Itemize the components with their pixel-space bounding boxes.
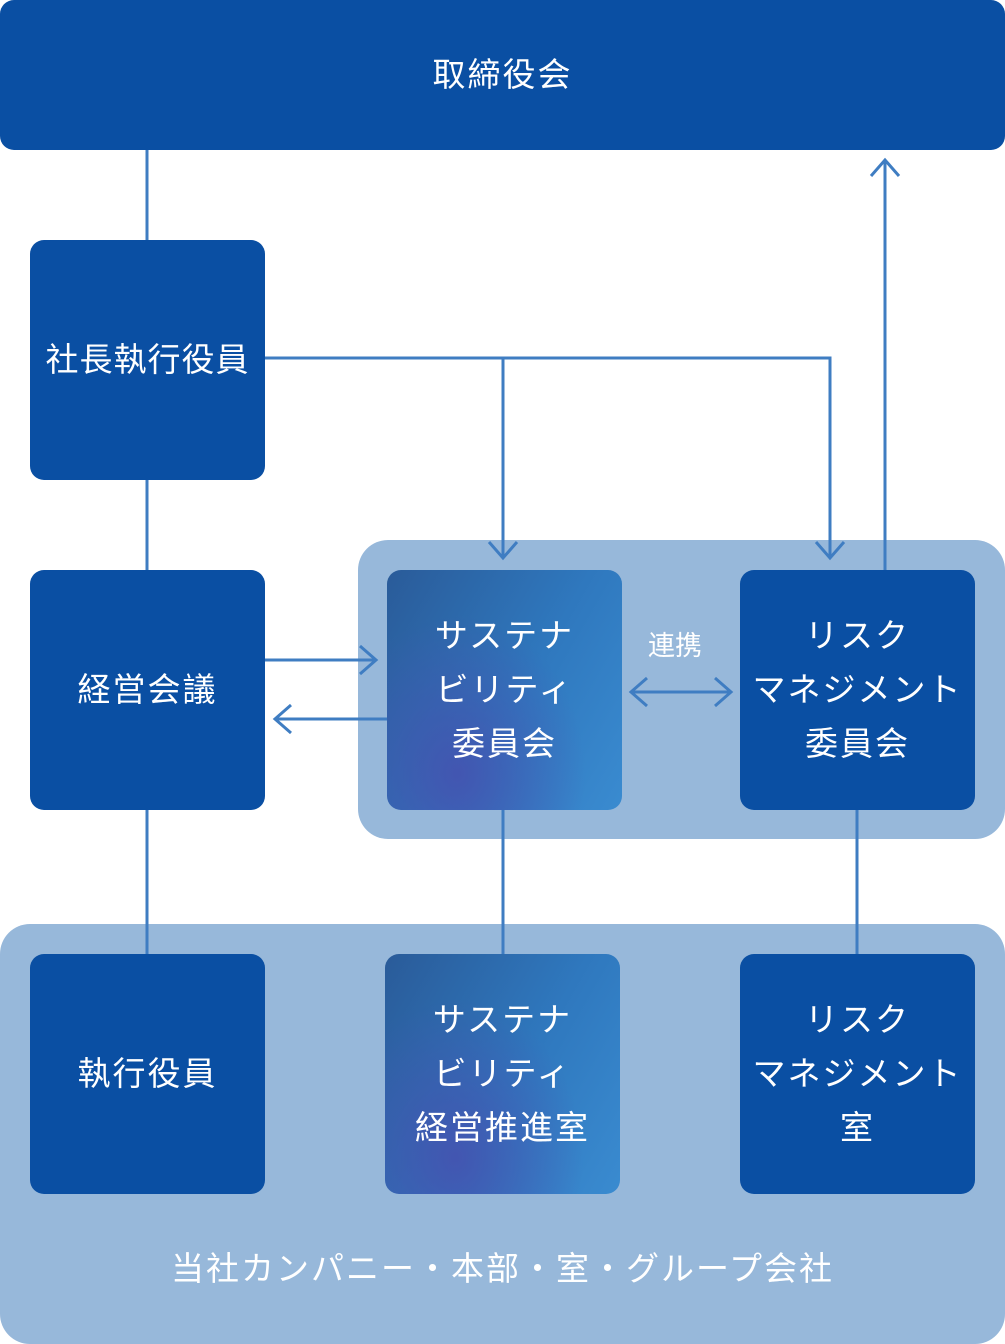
risk-committee-line-1: リスク xyxy=(805,616,910,655)
edge-label-secretariat-2: 事務局 xyxy=(895,873,976,904)
sustainability-office-line-2: ビリティ xyxy=(433,1054,572,1093)
operating-units-label: 当社カンパニー・本部・室・グループ会社 xyxy=(170,1249,835,1288)
executive-officers-box: 執行役員 xyxy=(30,954,265,1194)
sustainability-committee-line-1: サステナ xyxy=(434,616,575,655)
edge-label-reply: 答申 xyxy=(294,765,348,796)
risk-management-committee-box: リスク マネジメント 委員会 xyxy=(740,570,975,810)
edge-label-consult-report: 諮問・報告 xyxy=(470,303,605,334)
arrowhead-collab-right xyxy=(714,676,734,708)
edge-label-instruct: 諮問 xyxy=(294,601,348,632)
line-president-committees xyxy=(265,356,832,556)
sustainability-office-line-1: サステナ xyxy=(432,1000,573,1039)
arrowhead-to-sust xyxy=(359,644,379,676)
risk-office-line-3: 室 xyxy=(840,1108,875,1147)
management-meeting-box: 経営会議 xyxy=(30,570,265,810)
sustainability-office-line-3: 経営推進室 xyxy=(415,1108,590,1147)
risk-office-line-2: マネジメント xyxy=(752,1054,963,1093)
executive-officers-label: 執行役員 xyxy=(77,1054,218,1093)
risk-management-committee-label: リスク マネジメント 委員会 xyxy=(753,609,963,771)
sustainability-committee-label: サステナ ビリティ 委員会 xyxy=(435,609,574,771)
edge-label-collaboration: 連携 xyxy=(648,631,702,662)
edge-label-secretariat-1: 事務局 xyxy=(543,873,624,904)
risk-management-office-box: リスク マネジメント 室 xyxy=(740,954,975,1194)
sustainability-office-label: サステナ ビリティ 経営推進室 xyxy=(415,993,590,1155)
management-meeting-label: 経営会議 xyxy=(77,670,218,709)
risk-committee-line-3: 委員会 xyxy=(805,724,910,763)
risk-management-office-label: リスク マネジメント 室 xyxy=(753,993,963,1155)
arrowhead-board xyxy=(869,157,901,177)
risk-committee-line-2: マネジメント xyxy=(752,670,963,709)
sustainability-office-box: サステナ ビリティ 経営推進室 xyxy=(385,954,620,1194)
edge-label-report: 報告 xyxy=(925,369,979,400)
board-of-directors-label: 取締役会 xyxy=(432,55,573,94)
sustainability-committee-line-3: 委員会 xyxy=(452,724,557,763)
president-box: 社長執行役員 xyxy=(30,240,265,480)
sustainability-committee-line-2: ビリティ xyxy=(435,670,574,709)
risk-office-line-1: リスク xyxy=(805,1000,910,1039)
arrowhead-collab-left xyxy=(628,676,648,708)
arrowhead-sust-committee xyxy=(487,541,519,561)
board-of-directors-box: 取締役会 xyxy=(0,0,1005,150)
arrowhead-risk-committee xyxy=(814,541,846,561)
president-label: 社長執行役員 xyxy=(45,340,250,379)
sustainability-committee-box: サステナ ビリティ 委員会 xyxy=(387,570,622,810)
arrowhead-to-meeting xyxy=(272,703,292,735)
